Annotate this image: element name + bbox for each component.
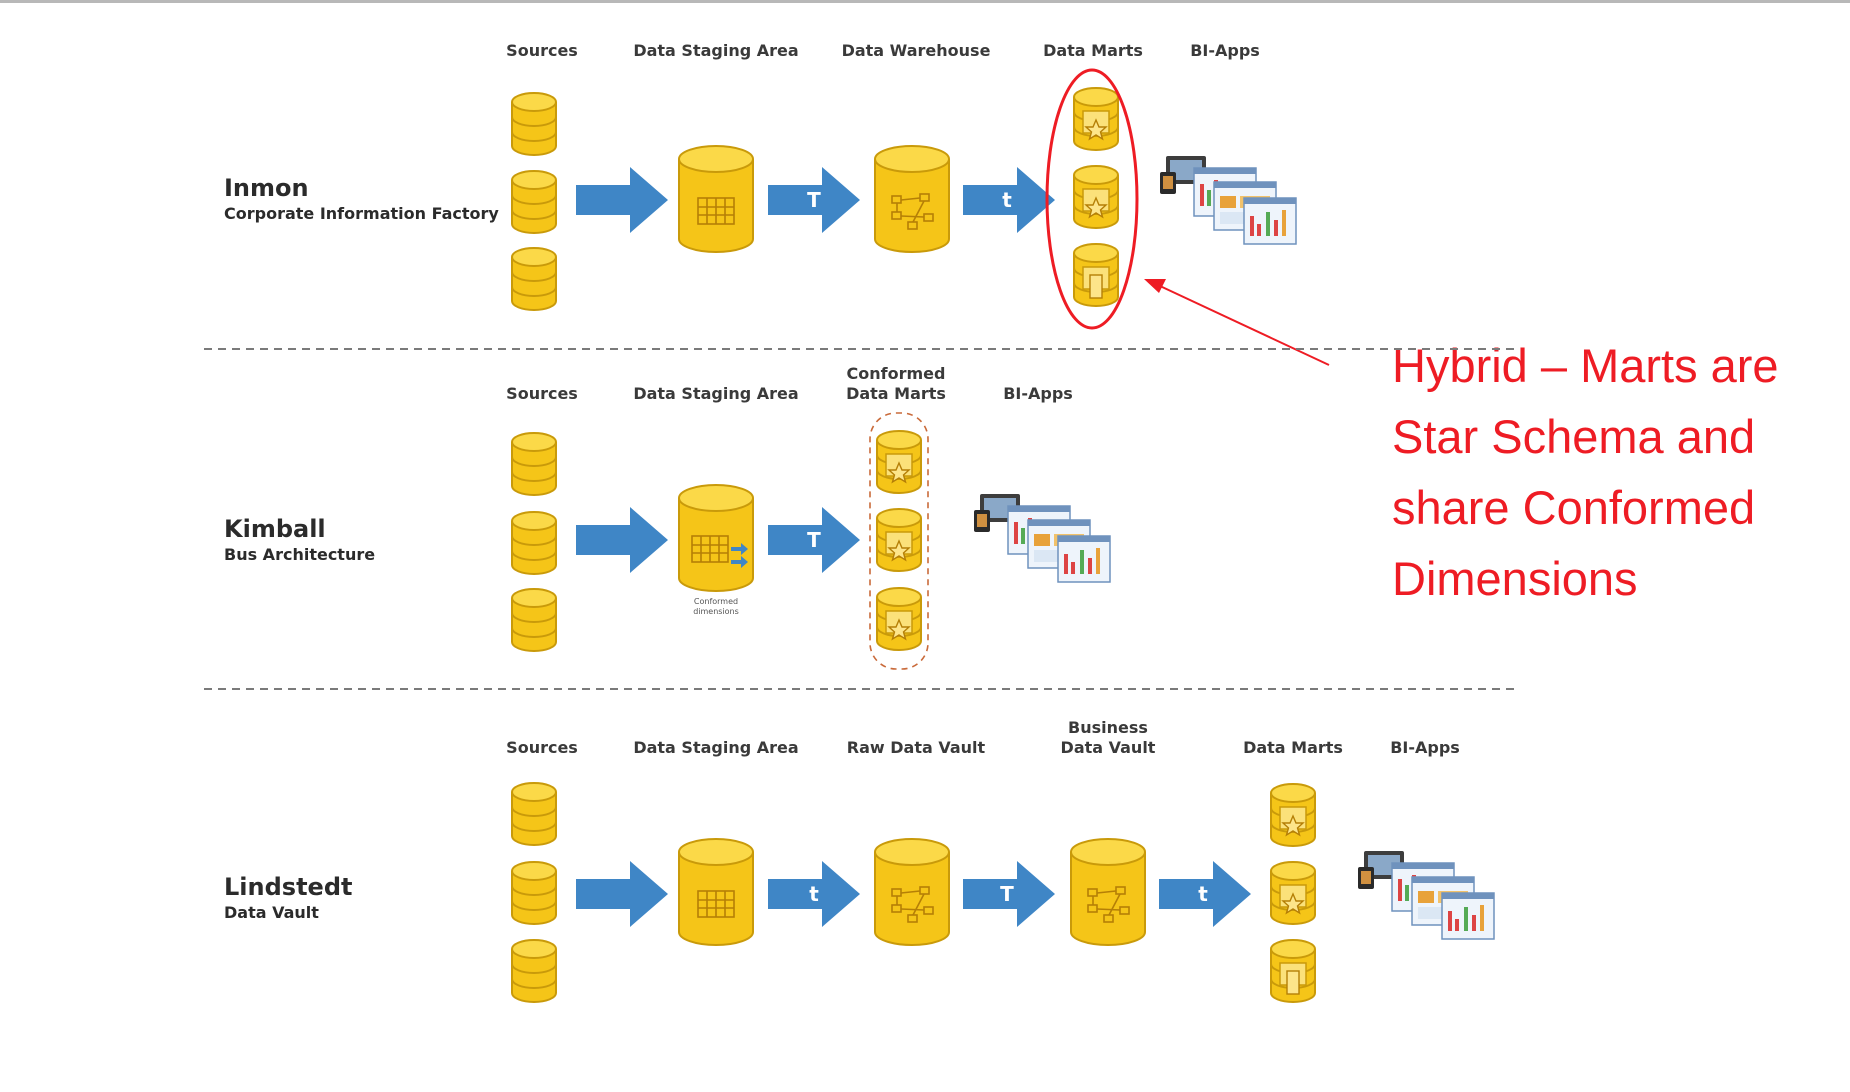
lindstedt-sources	[511, 782, 557, 1003]
top-border	[0, 0, 1850, 3]
row-title-lindstedt: Lindstedt	[224, 873, 353, 901]
kimball-staging-db	[678, 484, 754, 592]
col-label-sources: Sources	[506, 384, 578, 403]
arrow-lindstedt-2: t	[768, 861, 860, 927]
inmon-bi-apps-icon	[1159, 155, 1297, 245]
arrow-kimball-1	[576, 507, 668, 573]
row-subtitle-lindstedt: Data Vault	[224, 903, 319, 922]
inmon-sources	[511, 92, 557, 311]
arrow-inmon-3: t	[963, 167, 1055, 233]
arrow-inmon-1	[576, 167, 668, 233]
arrow-label: T	[1000, 882, 1014, 906]
arrow-label: T	[807, 528, 821, 552]
arrow-kimball-2: T	[768, 507, 860, 573]
row-subtitle-inmon: Corporate Information Factory	[224, 204, 499, 223]
col-label-staging: Data Staging Area	[633, 384, 799, 403]
inmon-warehouse-db	[874, 145, 950, 253]
col-label-staging: Data Staging Area	[633, 41, 799, 60]
arrow-lindstedt-4: t	[1159, 861, 1251, 927]
annotation-arrow	[1144, 279, 1330, 366]
arrow-lindstedt-3: T	[963, 861, 1055, 927]
col-label-sources: Sources	[506, 738, 578, 757]
arrow-label: t	[1198, 882, 1208, 906]
arrow-lindstedt-1	[576, 861, 668, 927]
lindstedt-data-marts	[1271, 784, 1315, 1002]
row-title-kimball: Kimball	[224, 515, 326, 543]
inmon-staging-db	[678, 145, 754, 253]
kimball-sources	[511, 432, 557, 652]
kimball-conformed-marts	[869, 412, 929, 670]
highlight-circle	[1045, 68, 1139, 330]
lindstedt-raw-vault-db	[874, 838, 950, 946]
row-subtitle-kimball: Bus Architecture	[224, 545, 376, 564]
col-label-warehouse: Data Warehouse	[841, 41, 991, 60]
col-label-staging: Data Staging Area	[633, 738, 799, 757]
col-label-raw-vault: Raw Data Vault	[846, 738, 986, 757]
kimball-bi-apps-icon	[973, 493, 1111, 583]
col-label-bi-apps: BI-Apps	[1003, 384, 1073, 403]
col-label-sources: Sources	[506, 41, 578, 60]
conformed-dimensions-note: Conformed dimensions	[693, 597, 739, 616]
lindstedt-business-vault-db	[1070, 838, 1146, 946]
arrow-label: t	[1002, 188, 1012, 212]
row-title-inmon: Inmon	[224, 174, 309, 202]
lindstedt-staging-db	[678, 838, 754, 946]
col-label-data-marts: Data Marts	[1243, 738, 1343, 757]
col-label-conformed-marts: Conformed Data Marts	[846, 364, 946, 403]
hybrid-annotation: Hybrid – Marts are Star Schema and share…	[1392, 339, 1779, 605]
col-label-bi-apps: BI-Apps	[1390, 738, 1460, 757]
col-label-business-vault: Business Data Vault	[1060, 718, 1156, 757]
arrow-inmon-2: T	[768, 167, 860, 233]
col-label-data-marts: Data Marts	[1043, 41, 1143, 60]
inmon-data-marts	[1074, 88, 1118, 306]
arrow-label: T	[807, 188, 821, 212]
col-label-bi-apps: BI-Apps	[1190, 41, 1260, 60]
lindstedt-bi-apps-icon	[1357, 850, 1495, 940]
arrow-label: t	[809, 882, 819, 906]
